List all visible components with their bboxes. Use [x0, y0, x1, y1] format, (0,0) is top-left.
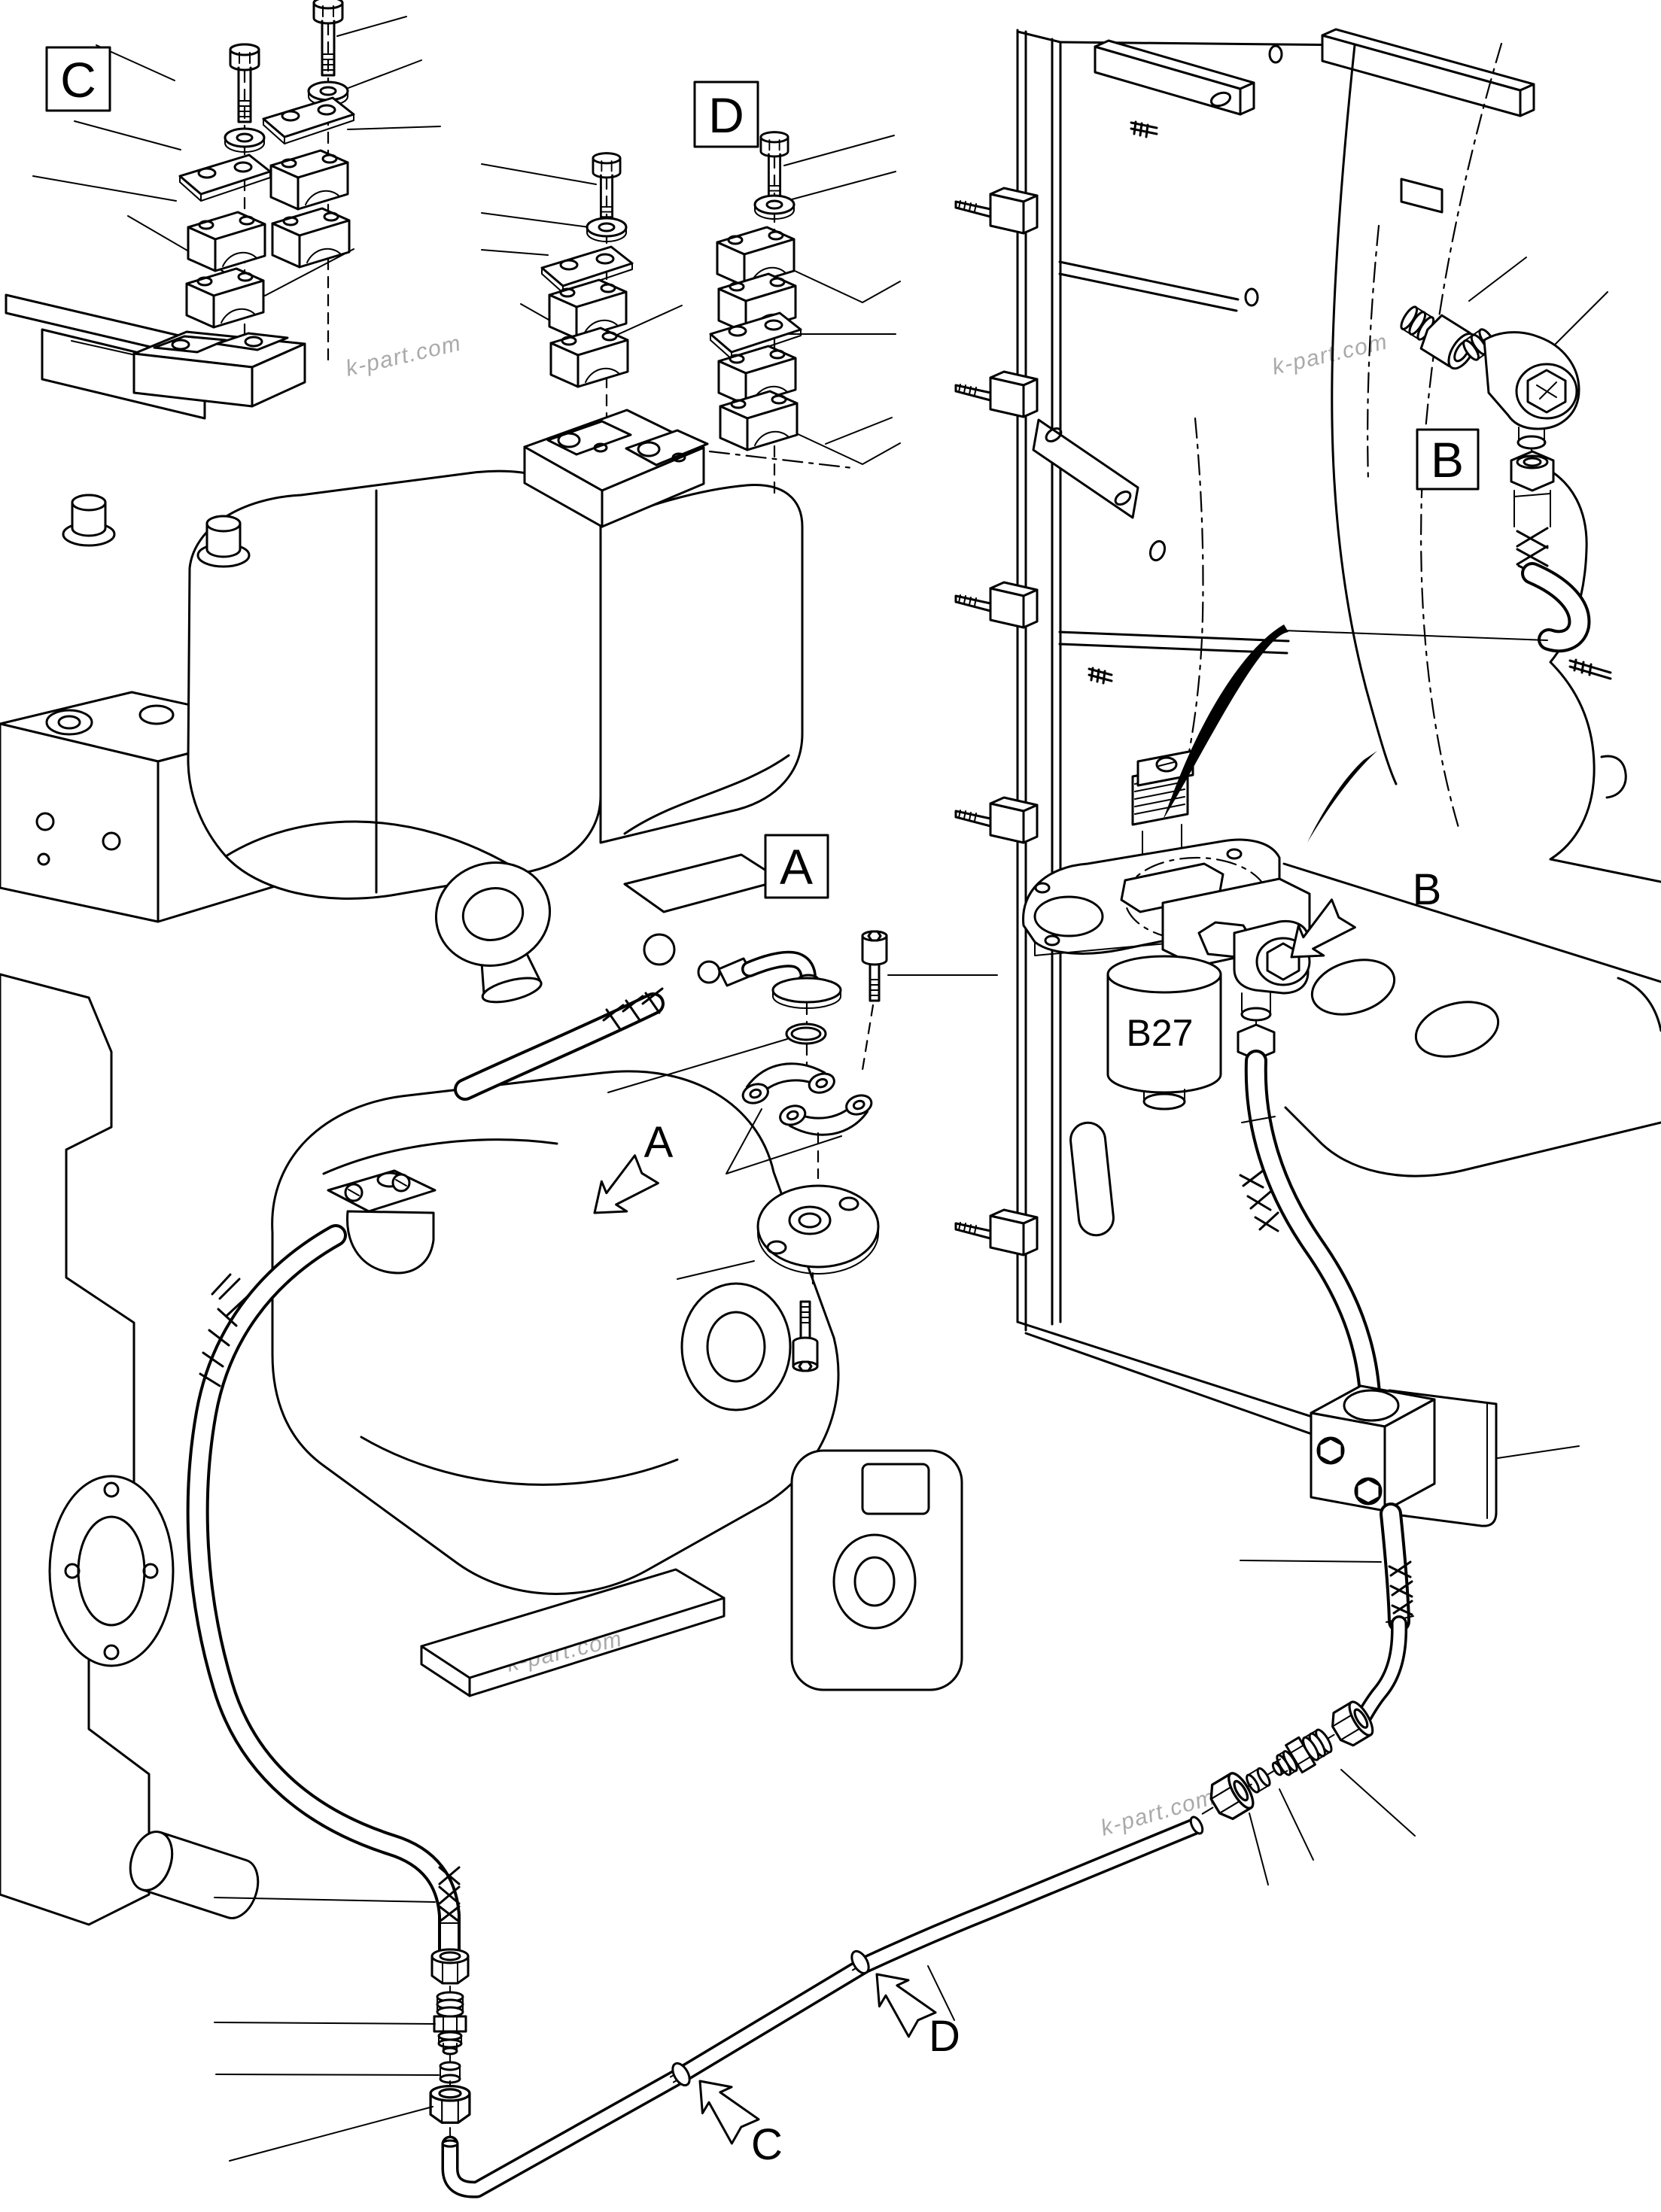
frame-bar-2	[1321, 28, 1535, 117]
split-flange-half-2	[779, 1094, 873, 1136]
frame-clip-1	[954, 187, 1039, 235]
leader-lines-joint1	[214, 1897, 440, 2162]
detail-b-fittings	[1163, 257, 1608, 843]
frame-assembly	[954, 28, 1661, 1463]
frame-clip-3	[954, 581, 1039, 629]
detail-box-c	[45, 46, 111, 112]
frame-clip-2	[954, 370, 1039, 418]
frame-clip-5	[954, 1208, 1039, 1256]
clamp-bracket-d	[523, 409, 854, 528]
leader-lines-detail-d	[481, 135, 896, 445]
barb-adapter-fitting	[1400, 305, 1477, 370]
detail-d-exploded-clamp	[481, 131, 901, 528]
hose-union-exploded	[429, 1948, 471, 2141]
leader-lines-detail-c	[32, 16, 441, 356]
detail-box-a	[764, 834, 829, 899]
routing-swoosh-2	[1307, 751, 1377, 843]
hose-braid-hatch-b	[1516, 527, 1549, 581]
arrow-icon-d	[861, 1960, 938, 2039]
callout-arrows: A B C D	[580, 865, 1442, 2169]
hose-braid-hatch-2	[1239, 1169, 1279, 1232]
detail-box-label-c: C	[60, 52, 96, 108]
leader-lines-joint2	[1249, 1769, 1416, 1885]
arrow-label-c: C	[751, 2120, 783, 2169]
port-flange	[756, 1184, 880, 1275]
hose-braid-hatch-a	[602, 987, 664, 1031]
pipe-clamp-block	[1310, 1384, 1498, 1527]
arrow-label-b: B	[1413, 865, 1442, 914]
filter-label-b27: B27	[1127, 1012, 1194, 1054]
detail-box-label-d: D	[708, 87, 744, 143]
detail-box-d	[693, 81, 759, 148]
filter-canister	[1106, 955, 1222, 1111]
filter-sensor-connector	[1131, 749, 1194, 880]
pump-assembly	[0, 293, 963, 1926]
detail-a-exploded-flange	[454, 930, 998, 1372]
detail-box-b	[1416, 428, 1480, 491]
detail-boxes: C D A B	[45, 46, 1480, 899]
frame-bar-1	[1094, 39, 1255, 116]
fuel-filter-assembly: B27	[1022, 749, 1580, 1885]
hose-braid-hatch	[199, 1273, 461, 1923]
split-flange-half-1	[741, 1062, 835, 1104]
detail-box-label-a: A	[780, 839, 813, 895]
detail-box-label-b: B	[1431, 432, 1464, 488]
frame-bar-3	[1032, 418, 1139, 519]
frame-clip-4	[954, 796, 1039, 844]
arrow-label-a: A	[644, 1118, 674, 1167]
suction-hose-and-pipe	[186, 1169, 1204, 2198]
arrow-label-d: D	[929, 2012, 960, 2061]
watermark-text-1: k-part.com	[343, 330, 464, 381]
elbow-adapter-fitting	[1462, 328, 1580, 450]
clamp-bracket-c	[132, 330, 306, 408]
watermark-text-2: k-part.com	[1270, 329, 1390, 379]
pipe-union-exploded	[1201, 1697, 1379, 1825]
pump-port-fitting	[327, 1169, 437, 1275]
arrow-icon-c	[684, 2067, 762, 2146]
hose-braid-hatch-3	[1388, 1560, 1413, 1616]
detail-c-exploded-clamp	[32, 0, 441, 408]
